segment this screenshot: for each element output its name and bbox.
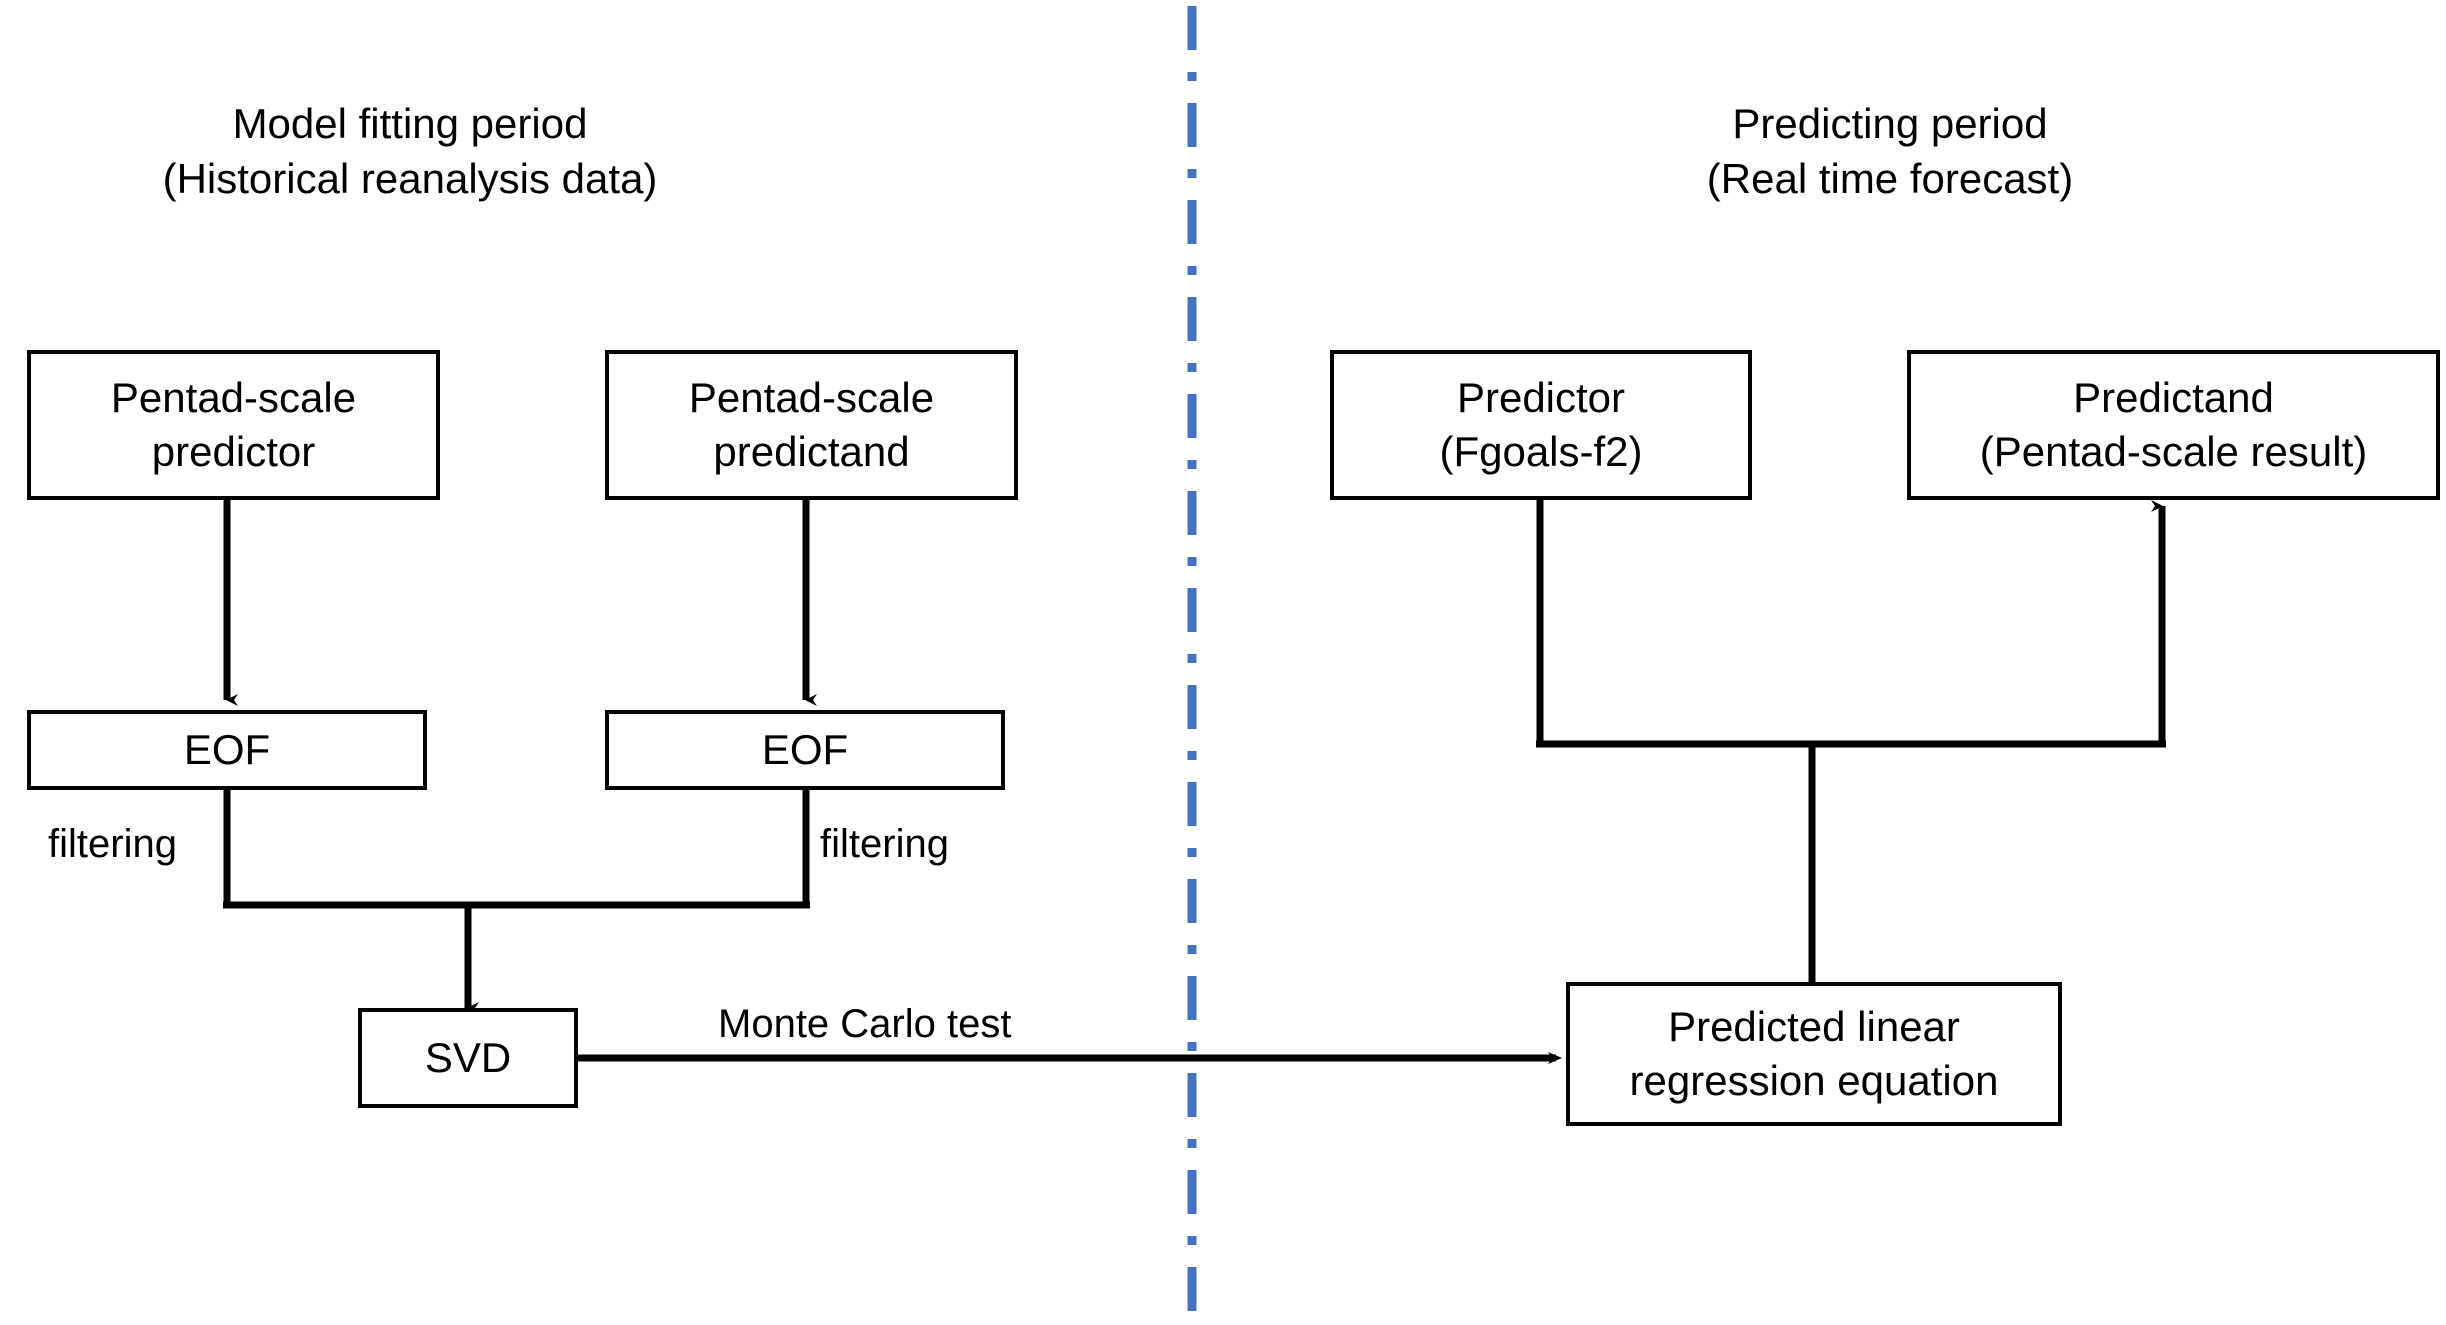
node-label-line-2: predictor [151,428,316,475]
phase-title-line-2: (Real time forecast) [1706,155,2074,203]
edge-label-filtering-left: filtering [48,822,177,866]
phase-title-line-2: (Historical reanalysis data) [162,155,658,203]
node-pentad-scale-predictor[interactable]: Pentad-scale predictor [27,350,440,500]
node-eof-right[interactable]: EOF [605,710,1005,790]
phase-title-line-1: Model fitting period [232,100,588,147]
node-label: Pentad-scale predictor [31,371,436,479]
node-eof-left[interactable]: EOF [27,710,427,790]
node-svd[interactable]: SVD [358,1008,578,1108]
node-predicted-linear-regression-equation[interactable]: Predicted linear regression equation [1566,982,2062,1126]
node-label-line-1: Predictand [2073,374,2274,422]
node-label: Predicted linear regression equation [1570,1000,2058,1108]
node-label: SVD [362,1031,574,1085]
node-label-line-1: Predictor [1456,374,1626,422]
node-label-line-2: (Fgoals-f2) [1439,428,1643,475]
node-label-line-2: (Pentad-scale result) [1979,428,2368,475]
node-label-line-1: Predicted linear [1668,1003,1960,1051]
node-label-line-2: regression equation [1629,1057,1999,1104]
node-label-line-1: EOF [761,726,849,774]
node-label-line-2: predictand [713,428,910,475]
phase-title-model-fitting: Model fitting period (Historical reanaly… [80,96,740,207]
edge-label-filtering-right: filtering [820,822,949,866]
node-label: Predictor (Fgoals-f2) [1334,371,1748,479]
node-predictand-pentad-scale-result[interactable]: Predictand (Pentad-scale result) [1907,350,2440,500]
edge-label-monte-carlo-test: Monte Carlo test [718,1002,1012,1046]
node-predictor-fgoals-f2[interactable]: Predictor (Fgoals-f2) [1330,350,1752,500]
node-label-line-1: SVD [424,1034,512,1082]
node-pentad-scale-predictand[interactable]: Pentad-scale predictand [605,350,1018,500]
node-label: EOF [31,723,423,777]
node-label-line-1: Pentad-scale [110,374,357,422]
node-label: Predictand (Pentad-scale result) [1911,371,2436,479]
node-label-line-1: EOF [183,726,271,774]
node-label: Pentad-scale predictand [609,371,1014,479]
phase-title-line-1: Predicting period [1732,100,2048,147]
phase-title-predicting: Predicting period (Real time forecast) [1560,96,2220,207]
node-label: EOF [609,723,1001,777]
node-label-line-1: Pentad-scale [688,374,935,422]
